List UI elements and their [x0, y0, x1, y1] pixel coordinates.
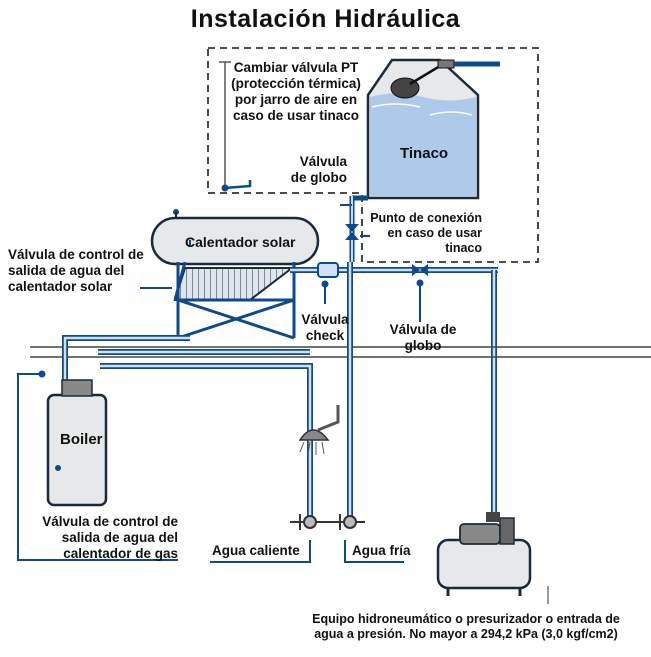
pt-valve-label: Cambiar válvula PT (protección térmica) … — [231, 60, 361, 124]
hot-faucet-icon — [290, 514, 330, 530]
connection-point-line: tinaco — [445, 241, 482, 255]
check-valve-line: check — [305, 328, 345, 343]
solar-outlet-valve-line: salida de agua del — [8, 263, 125, 278]
tinaco-label: Tinaco — [400, 145, 449, 162]
shower-arm — [317, 405, 340, 432]
gas-outlet-valve-line: salida de agua del — [61, 530, 178, 545]
check-valve-label: Válvula check — [300, 312, 350, 344]
check-valve-icon — [317, 262, 339, 278]
solar-tank — [150, 216, 320, 266]
check-valve-line: Válvula — [301, 312, 349, 327]
diagram-title: Instalación Hidráulica — [190, 5, 461, 33]
pump-note-line: agua a presión. No mayor a 294,2 kPa (3,… — [314, 627, 618, 641]
globe-valve-top-line: de globo — [290, 170, 347, 185]
solar-outlet-valve-line: Válvula de control de — [8, 247, 144, 262]
boiler — [46, 393, 108, 507]
globe-valve-right-label: Válvula de globo — [383, 322, 463, 354]
globe-valve-right-icon — [412, 264, 428, 276]
boiler-label: Boiler — [60, 431, 103, 448]
globe-valve-top-icon — [345, 224, 359, 240]
solar-outlet-valve-label: Válvula de control de salida de agua del… — [8, 247, 158, 295]
gas-outlet-valve-label: Válvula de control de salida de agua del… — [28, 514, 178, 562]
tinaco-enclosure — [207, 47, 539, 263]
cold-water-label: Agua fría — [352, 543, 411, 558]
gas-outlet-valve-line: calentador de gas — [63, 546, 178, 561]
connection-point-label: Punto de conexión en caso de usar tinaco — [370, 211, 482, 256]
pt-valve-line: por jarro de aire en — [234, 92, 358, 107]
pt-valve-line: Cambiar válvula PT — [233, 60, 359, 75]
solar-outlet-valve-line: calentador solar — [8, 279, 113, 294]
globe-valve-top-line: Válvula — [299, 154, 347, 169]
pt-valve-line: (protección térmica) — [231, 76, 361, 91]
solar-frame — [173, 261, 296, 340]
globe-valve-right-line: Válvula de — [389, 322, 457, 337]
pump-note-label: Equipo hidroneumático o presurizador o e… — [290, 612, 642, 642]
globe-valve-top-label: Válvula de globo — [285, 154, 347, 186]
globe-valve-right-line: globo — [404, 338, 442, 353]
pt-valve-line: caso de usar tinaco — [232, 108, 360, 123]
pump-equipment — [436, 512, 532, 596]
connection-point-line: en caso de usar — [387, 226, 483, 240]
gas-outlet-valve-line: Válvula de control de — [42, 514, 178, 529]
cold-faucet-icon — [330, 514, 365, 530]
solar-collector — [173, 267, 295, 301]
connection-point-line: Punto de conexión — [370, 211, 482, 225]
solar-heater-label: Calentador solar — [185, 234, 296, 250]
shower-head-icon — [298, 429, 330, 441]
hot-water-label: Agua caliente — [212, 543, 300, 558]
pump-note-line: Equipo hidroneumático o presurizador o e… — [312, 612, 620, 626]
